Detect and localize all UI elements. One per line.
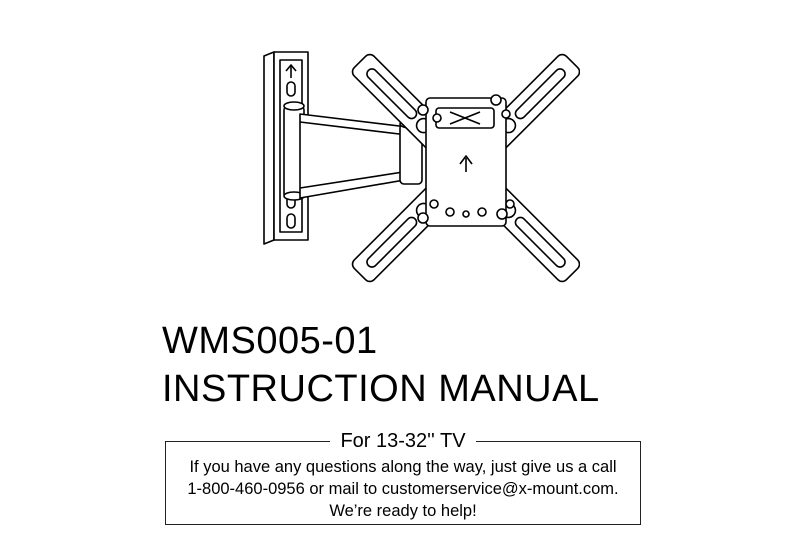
tv-wall-mount-icon	[263, 51, 580, 283]
support-line-questions: If you have any questions along the way,…	[189, 458, 617, 476]
document-title: INSTRUCTION MANUAL	[162, 368, 600, 410]
screws	[417, 94, 515, 224]
support-box-legend: For 13-32'' TV	[166, 429, 640, 455]
support-info-box: For 13-32'' TV If you have any questions…	[165, 430, 641, 525]
tv-plate	[425, 97, 507, 227]
swing-arm	[299, 113, 417, 199]
model-number: WMS005-01	[162, 320, 378, 362]
support-line-ready: We’re ready to help!	[329, 502, 477, 520]
tv-size-label: For 13-32'' TV	[330, 430, 476, 452]
support-text: If you have any questions along the way,…	[166, 456, 640, 522]
support-line-contact: 1-800-460-0956 or mail to customerservic…	[187, 480, 619, 498]
